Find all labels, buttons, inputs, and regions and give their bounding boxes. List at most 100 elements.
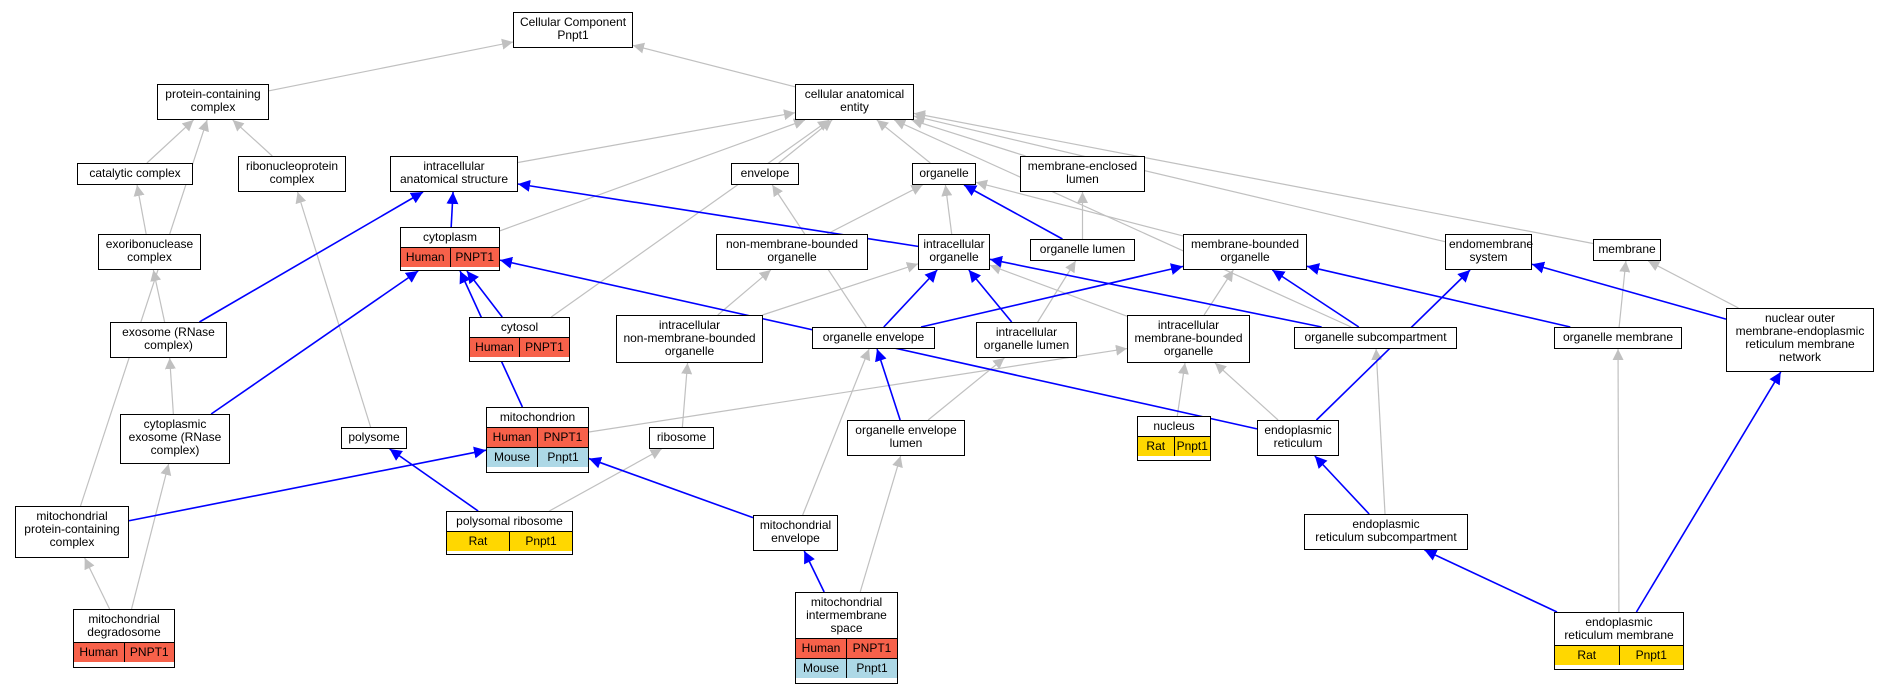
node-cellular-component[interactable]: Cellular Component Pnpt1 bbox=[513, 12, 633, 48]
node-organelle-subcompartment[interactable]: organelle subcompartment bbox=[1294, 327, 1457, 349]
node-cellular-anatomical-entity[interactable]: cellular anatomical entity bbox=[795, 84, 914, 120]
edge-intracellular_membrane_bounded_organelle-to-membrane_bounded_organelle bbox=[1203, 269, 1234, 316]
annotation-row: Rat Pnpt1 bbox=[447, 531, 572, 551]
node-mitochondrial-envelope[interactable]: mitochondrial envelope bbox=[753, 515, 838, 551]
edge-organelle_lumen-to-organelle bbox=[963, 184, 1063, 240]
edge-membrane-to-cellular_anatomical_entity bbox=[913, 110, 1594, 245]
node-label: polysomal ribosome bbox=[456, 514, 563, 528]
node-exosome-rnase-complex[interactable]: exosome (RNase complex) bbox=[110, 322, 227, 358]
node-label: envelope bbox=[740, 166, 790, 180]
node-label: membrane-bounded organelle bbox=[1190, 237, 1300, 264]
node-intracellular-non-membrane-bounded-organelle[interactable]: intracellular non-membrane-bounded organ… bbox=[616, 315, 763, 363]
node-label: mitochondrial intermembrane space bbox=[806, 595, 887, 635]
edge-intracellular_non_membrane_bounded_organelle-to-non_membrane_bounded_organelle bbox=[717, 269, 772, 316]
edge-cytoplasm-to-intracellular_anatomical_structure bbox=[446, 191, 459, 228]
node-ribonucleoprotein-complex[interactable]: ribonucleoprotein complex bbox=[238, 156, 346, 192]
edge-mitochondrial_degradosome-to-cytoplasmic_exosome bbox=[130, 463, 172, 610]
edge-cytoplasm-to-cellular_anatomical_entity bbox=[499, 118, 806, 232]
node-label: intracellular membrane-bounded organelle bbox=[1134, 318, 1243, 358]
node-label: membrane bbox=[1598, 242, 1656, 256]
edge-protein_containing_complex-to-cellular_component bbox=[268, 38, 514, 92]
node-organelle-envelope[interactable]: organelle envelope bbox=[812, 327, 935, 349]
edge-cytosol-to-cytoplasm bbox=[466, 270, 503, 318]
node-catalytic-complex[interactable]: catalytic complex bbox=[77, 163, 193, 185]
node-membrane-enclosed-lumen[interactable]: membrane-enclosed lumen bbox=[1020, 156, 1145, 192]
node-label: organelle subcompartment bbox=[1304, 330, 1447, 344]
node-non-membrane-bounded-organelle[interactable]: non-membrane-bounded organelle bbox=[716, 234, 868, 270]
edge-intracellular_organelle_lumen-to-organelle_lumen bbox=[1037, 260, 1077, 323]
node-label: polysome bbox=[348, 430, 400, 444]
edge-intracellular_anatomical_structure-to-cellular_anatomical_entity bbox=[517, 109, 796, 164]
edge-ribonucleoprotein_complex-to-protein_containing_complex bbox=[232, 119, 273, 157]
node-label: organelle membrane bbox=[1562, 330, 1674, 344]
species-cell: Rat bbox=[468, 534, 488, 548]
node-label: ribosome bbox=[656, 430, 707, 444]
edge-mitochondrial_envelope-to-organelle_envelope bbox=[802, 348, 871, 516]
node-label: mitochondrion bbox=[499, 410, 576, 424]
edge-mitochondrion-to-intracellular_membrane_bounded_organelle bbox=[588, 344, 1128, 433]
node-intracellular-organelle[interactable]: intracellular organelle bbox=[918, 234, 990, 270]
node-organelle-envelope-lumen[interactable]: organelle envelope lumen bbox=[847, 420, 965, 456]
node-polysome[interactable]: polysome bbox=[341, 427, 407, 449]
node-organelle-lumen[interactable]: organelle lumen bbox=[1030, 239, 1135, 261]
node-label: mitochondrial degradosome bbox=[87, 612, 161, 639]
node-nuclear-outer-membrane-er-network[interactable]: nuclear outer membrane-endoplasmic retic… bbox=[1726, 308, 1874, 372]
node-er-subcompartment[interactable]: endoplasmic reticulum subcompartment bbox=[1304, 514, 1468, 550]
node-endoplasmic-reticulum[interactable]: endoplasmic reticulum bbox=[1257, 420, 1339, 456]
edge-cytoplasmic_exosome-to-cytoplasm bbox=[210, 270, 419, 415]
node-intracellular-membrane-bounded-organelle[interactable]: intracellular membrane-bounded organelle bbox=[1127, 315, 1250, 363]
edge-ribosome-to-intracellular_non_membrane_bounded_organelle bbox=[681, 362, 693, 428]
edge-nuclear_outer_membrane_er_network-to-endomembrane_system bbox=[1531, 261, 1727, 320]
edge-organelle_membrane-to-membrane bbox=[1618, 260, 1631, 328]
node-organelle[interactable]: organelle bbox=[912, 163, 976, 185]
node-intracellular-organelle-lumen[interactable]: intracellular organelle lumen bbox=[976, 322, 1077, 358]
gene-cell: Pnpt1 bbox=[1618, 646, 1684, 665]
edge-er_subcompartment-to-endoplasmic_reticulum bbox=[1314, 455, 1370, 515]
node-protein-containing-complex[interactable]: protein-containing complex bbox=[157, 84, 269, 120]
node-label: organelle envelope bbox=[822, 330, 925, 344]
node-cytoplasmic-exosome[interactable]: cytoplasmic exosome (RNase complex) bbox=[120, 414, 230, 464]
node-intracellular-anatomical-structure[interactable]: intracellular anatomical structure bbox=[390, 156, 518, 192]
node-endomembrane-system[interactable]: endomembrane system bbox=[1445, 234, 1533, 270]
edge-non_membrane_bounded_organelle-to-organelle bbox=[826, 184, 923, 235]
node-label: endoplasmic reticulum membrane bbox=[1564, 615, 1674, 642]
node-ribosome[interactable]: ribosome bbox=[649, 427, 714, 449]
node-envelope[interactable]: envelope bbox=[731, 163, 799, 185]
edge-organelle_envelope_lumen-to-organelle_envelope bbox=[875, 348, 901, 421]
node-organelle-membrane[interactable]: organelle membrane bbox=[1554, 327, 1682, 349]
node-membrane[interactable]: membrane bbox=[1593, 239, 1661, 261]
node-label: endoplasmic reticulum subcompartment bbox=[1315, 517, 1457, 544]
edge-mitochondrial_envelope-to-mitochondrion bbox=[588, 456, 754, 519]
edge-intracellular_organelle-to-organelle bbox=[941, 184, 953, 235]
gene-cell: PNPT1 bbox=[123, 643, 175, 662]
edge-organelle_envelope_lumen-to-intracellular_organelle_lumen bbox=[927, 357, 1005, 421]
species-cell: Mouse bbox=[493, 450, 531, 464]
edge-organelle_subcompartment-to-cellular_anatomical_entity bbox=[893, 119, 1352, 328]
node-mitochondrial-protein-containing-complex[interactable]: mitochondrial protein-containing complex bbox=[15, 506, 129, 558]
edge-polysomal_ribosome-to-ribosome bbox=[549, 448, 662, 512]
edge-mitochondrial_degradosome-to-mitochondrial_protein_containing_complex bbox=[84, 557, 111, 610]
node-membrane-bounded-organelle[interactable]: membrane-bounded organelle bbox=[1183, 234, 1307, 270]
node-label: intracellular non-membrane-bounded organ… bbox=[623, 318, 756, 358]
edge-membrane_bounded_organelle-to-organelle bbox=[975, 179, 1184, 237]
edge-intracellular_membrane_bounded_organelle-to-intracellular_organelle bbox=[989, 264, 1128, 317]
node-label: intracellular organelle lumen bbox=[983, 325, 1070, 352]
node-label: organelle lumen bbox=[1039, 242, 1126, 256]
gene-cell: PNPT1 bbox=[537, 428, 588, 447]
node-label: intracellular anatomical structure bbox=[399, 159, 509, 186]
gene-cell: Pnpt1 bbox=[509, 532, 572, 551]
node-exoribonuclease-complex[interactable]: exoribonuclease complex bbox=[98, 234, 201, 270]
edge-endomembrane_system-to-cellular_anatomical_entity bbox=[913, 113, 1446, 243]
